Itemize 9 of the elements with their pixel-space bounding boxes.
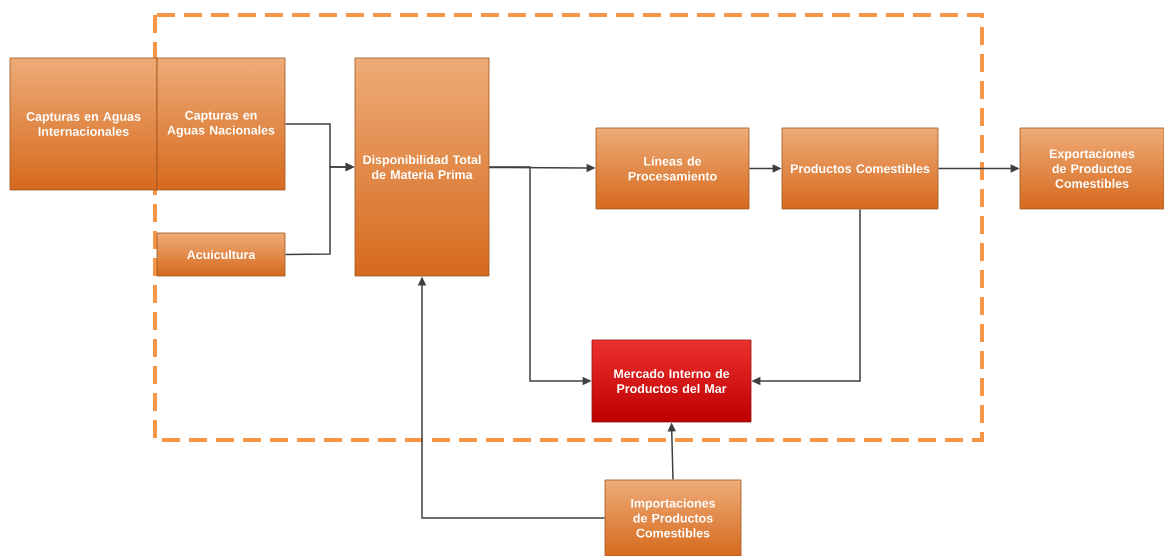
process-box: Líneas de Procesamiento — [595, 127, 750, 210]
market-box: Mercado Interno de Productos del Mar — [591, 339, 752, 423]
process-box: Disponibilidad Total de Materia Prima — [354, 57, 490, 277]
process-box: Acuicultura — [156, 232, 286, 277]
process-box: Productos Comestibles — [781, 127, 939, 210]
process-box: Capturas en Aguas Internacionales — [9, 57, 158, 191]
process-box: Capturas en Aguas Nacionales — [156, 57, 286, 191]
process-box: Importaciones de Productos Comestibles — [604, 479, 742, 556]
process-box: Exportaciones de Productos Comestibles — [1019, 127, 1164, 210]
